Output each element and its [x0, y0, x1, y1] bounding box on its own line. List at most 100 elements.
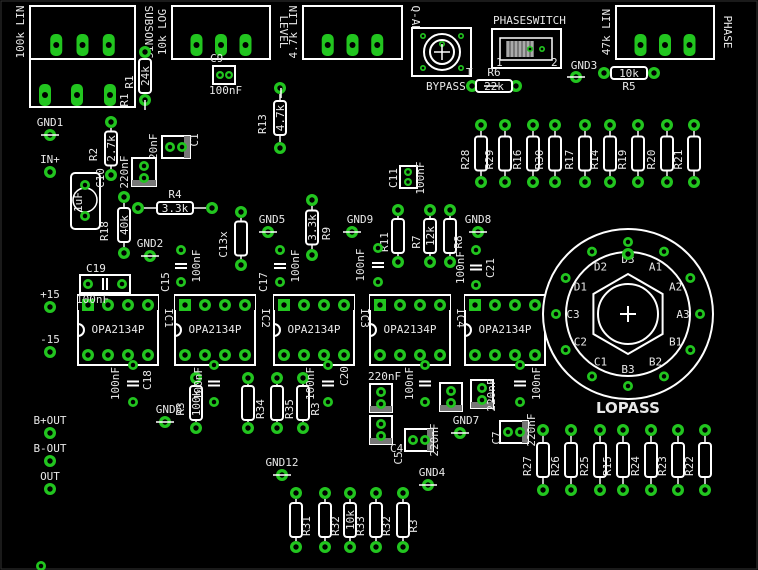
drill-hole [597, 427, 603, 433]
resistor-name: R3 [407, 519, 420, 532]
resistor-name: R4 [168, 188, 182, 201]
pot-value: 10k LOG [156, 9, 169, 55]
ic-notch [273, 323, 281, 337]
pot-function: PHASE [721, 15, 734, 48]
capacitor-c18: 100nF [109, 360, 139, 407]
drill-hole [378, 389, 384, 395]
drill-hole [135, 205, 141, 211]
drill-hole [301, 352, 307, 358]
capacitor-name: C21 [484, 258, 497, 278]
resistor-name: R9 [320, 227, 333, 240]
resistor-name: R7 [410, 235, 423, 248]
lopass-title: LOPASS [596, 399, 660, 417]
drill-hole [397, 302, 403, 308]
ground-label: GND4 [419, 466, 446, 479]
drill-hole [242, 42, 249, 48]
drill-hole [108, 172, 114, 178]
drill-hole [341, 352, 347, 358]
capacitor-c13: 100nF [403, 360, 431, 407]
resistor-value: 2.7k [105, 135, 118, 162]
drill-hole [473, 247, 479, 253]
ic-5: OPA2134PIC5 [464, 294, 562, 366]
drill-hole [472, 302, 478, 308]
resistor-body [396, 502, 410, 538]
drill-hole [178, 279, 184, 285]
resistor-name: R21 [672, 150, 685, 170]
io-label: +15 [40, 288, 60, 301]
drill-hole [293, 490, 299, 496]
resistor-name: R19 [616, 150, 629, 170]
capacitor-value: 220nF [525, 413, 538, 446]
resistor-name: R33 [354, 516, 367, 536]
drill-hole [378, 401, 384, 407]
capacitor-value: 100nF [403, 367, 416, 400]
resistor-body [369, 502, 383, 538]
drill-hole [193, 375, 199, 381]
io-bout: B+OUT [33, 414, 67, 439]
ic-row [78, 296, 158, 310]
drill-hole [85, 281, 91, 287]
potentiometer-1-lower [29, 58, 136, 108]
drill-hole [321, 352, 327, 358]
drill-hole [321, 302, 327, 308]
pot-value: 100k LIN [14, 6, 27, 59]
bypass-label: BYPASS [426, 80, 466, 93]
drill-hole [130, 362, 136, 368]
drill-hole [697, 311, 703, 317]
capacitor-name: C7 [490, 431, 503, 444]
drill-hole [568, 427, 574, 433]
resistor-name: R27 [521, 456, 534, 476]
drill-hole [281, 352, 287, 358]
resistor-body [443, 218, 457, 254]
drill-hole [322, 544, 328, 550]
rotary-pin-label: C3 [566, 308, 579, 321]
drill-hole [373, 544, 379, 550]
drill-hole [675, 487, 681, 493]
rotary-pin-label: D1 [574, 281, 587, 294]
drill-hole [448, 388, 454, 394]
drill-hole [293, 544, 299, 550]
capacitor-c3x: 100nF [354, 243, 384, 287]
drill-hole [53, 42, 60, 48]
capacitor-value: 1uF [72, 192, 85, 212]
drill-hole [552, 179, 558, 185]
resistor-name: C13x [217, 231, 230, 258]
capacitor-c16: 100nF [514, 360, 543, 407]
drill-hole [528, 47, 532, 51]
drill-hole [427, 207, 433, 213]
resistor-value: 40k [118, 215, 131, 235]
drill-hole [532, 352, 538, 358]
drill-hole [182, 352, 188, 358]
drill-hole [209, 205, 215, 211]
drill-hole [105, 302, 111, 308]
resistor-value: 3.3k [306, 214, 319, 241]
drill-hole [473, 282, 479, 288]
capacitor-value: 100nF [354, 248, 367, 281]
drill-hole [377, 302, 383, 308]
resistor-name: R18 [98, 221, 111, 241]
drill-hole [702, 427, 708, 433]
resistor-body [644, 442, 658, 478]
ground-gnd8: GND8 [465, 213, 491, 238]
ic-notch [174, 323, 182, 337]
drill-hole [469, 83, 475, 89]
capacitor-c17: 100nF [274, 245, 302, 287]
drill-hole [417, 302, 423, 308]
capacitor-value: 100nF [304, 367, 317, 400]
switch-pin: T [466, 66, 473, 79]
rotary-pin-label: D2 [594, 260, 607, 273]
capacitor-value: 100nF [289, 249, 302, 282]
ground-label: GND9 [347, 213, 374, 226]
drill-hole [119, 281, 125, 287]
drill-hole [325, 362, 331, 368]
drill-hole [563, 275, 568, 281]
corner-pad [36, 561, 46, 570]
drill-hole [459, 66, 463, 70]
drill-hole [400, 544, 406, 550]
rotary-pin-label: A3 [676, 308, 689, 321]
resistor-body [578, 135, 592, 172]
cap-body [70, 172, 101, 230]
